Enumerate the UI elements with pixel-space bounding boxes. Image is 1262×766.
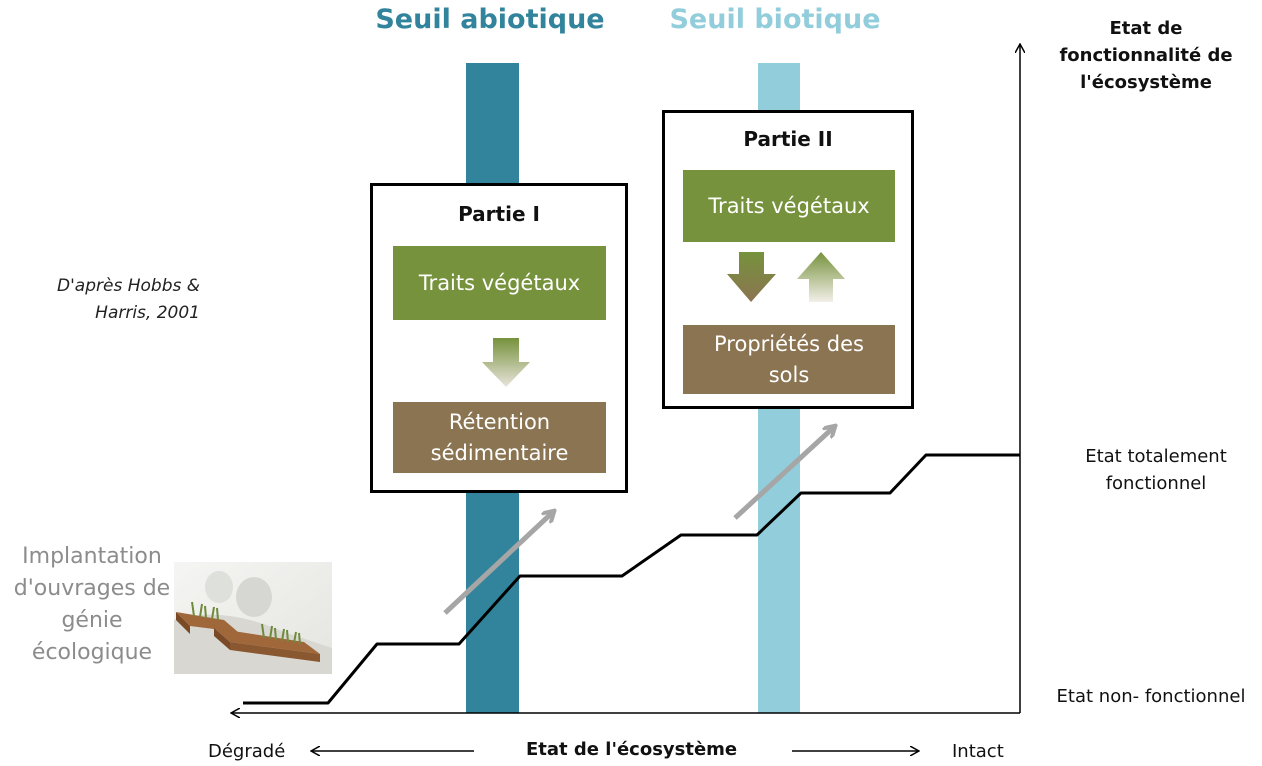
down-arrow-icon <box>727 252 776 302</box>
part2-plant-traits-box: Traits végétaux <box>683 170 895 242</box>
part2-soil-properties-box: Propriétés des sols <box>683 325 895 394</box>
abiotic-threshold-title: Seuil abiotique <box>375 4 605 35</box>
x-axis-title: Etat de l'écosystème <box>526 739 738 760</box>
progress-arrow-part1 <box>443 512 553 615</box>
progress-arrow-part2 <box>733 427 834 520</box>
degraded-label: Dégradé <box>208 741 286 762</box>
ecosystem-trajectory-line <box>243 453 1020 705</box>
part2-panel: Partie II Traits végétaux Propriétés des… <box>662 110 914 409</box>
intact-label: Intact <box>952 741 1004 762</box>
down-arrow-icon <box>482 338 530 387</box>
biotic-threshold-title: Seuil biotique <box>669 4 881 35</box>
citation-text: D'après Hobbs & Harris, 2001 <box>57 276 200 324</box>
part1-panel: Partie I Traits végétaux Rétention sédim… <box>370 183 628 493</box>
eco-structure-illustration-icon <box>174 562 332 674</box>
non-functional-label: Etat non- fonctionnel <box>1056 686 1246 707</box>
y-axis-title: Etat de fonctionnalité de l'écosystème <box>1059 18 1233 93</box>
up-arrow-icon <box>797 252 845 302</box>
intervention-label: Implantation d'ouvrages de génie écologi… <box>13 544 171 665</box>
part1-sediment-retention-box: Rétention sédimentaire <box>393 402 606 473</box>
part2-title: Partie II <box>743 127 833 151</box>
part1-title: Partie I <box>458 202 540 226</box>
part1-plant-traits-box: Traits végétaux <box>393 246 606 320</box>
fully-functional-label: Etat totalement fonctionnel <box>1085 446 1227 494</box>
